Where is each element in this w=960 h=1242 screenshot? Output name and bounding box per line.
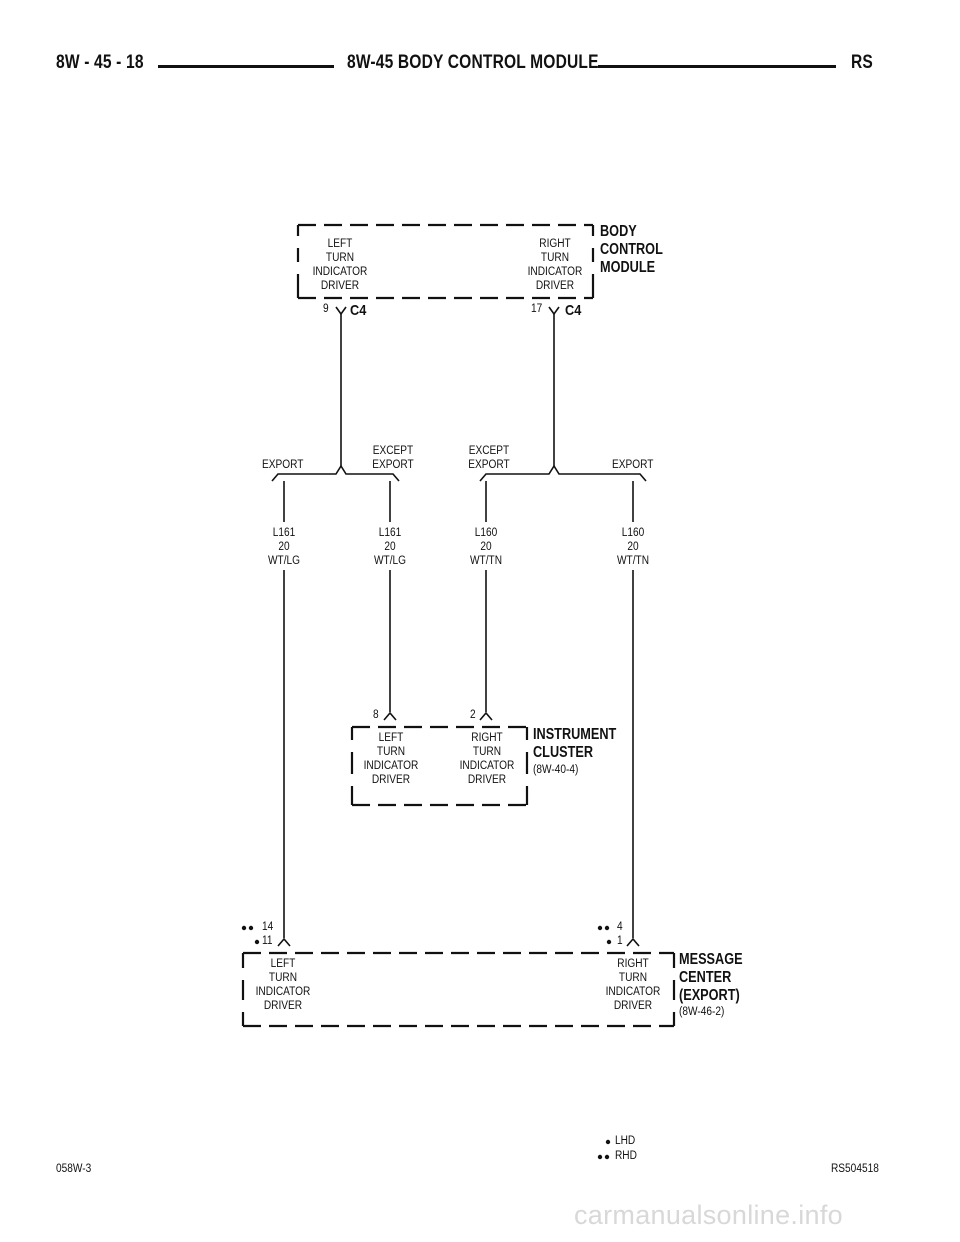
legend-lhd: LHD — [615, 1135, 636, 1147]
splice-except-export-left: EXCEPT EXPORT — [372, 445, 414, 471]
message-center-box — [241, 951, 676, 1028]
bcm-left-connector: C4 — [350, 302, 367, 319]
bcm-right-driver-label: RIGHT TURN INDICATOR DRIVER — [527, 238, 583, 292]
footer-left-code: 058W-3 — [56, 1163, 92, 1175]
instrument-cluster-box — [350, 725, 529, 807]
bcm-box — [296, 223, 595, 300]
splice-except-export-right: EXCEPT EXPORT — [468, 445, 510, 471]
bcm-right-connector: C4 — [565, 302, 582, 319]
page-number: 8W - 45 - 18 — [56, 52, 144, 73]
bcm-right-pin: 17 — [531, 303, 543, 315]
cluster-right-driver-label: RIGHT TURN INDICATOR DRIVER — [459, 732, 515, 786]
header-rule-left — [158, 65, 334, 68]
message-right-driver-label: RIGHT TURN INDICATOR DRIVER — [605, 958, 661, 1012]
message-center-name: MESSAGE CENTER (EXPORT) — [679, 951, 743, 1004]
legend-rhd: RHD — [615, 1150, 637, 1162]
message-left-pin-lhd: 11 — [262, 935, 273, 947]
message-right-pin-rhd: 4 — [617, 921, 623, 933]
model-code: RS — [851, 52, 873, 73]
cluster-left-pin: 8 — [373, 709, 379, 721]
message-center-ref: (8W-46-2) — [679, 1006, 725, 1018]
splice-export-left: EXPORT — [262, 459, 304, 471]
cluster-left-driver-label: LEFT TURN INDICATOR DRIVER — [363, 732, 419, 786]
bcm-left-driver-label: LEFT TURN INDICATOR DRIVER — [312, 238, 368, 292]
message-left-pin-rhd: 14 — [262, 921, 274, 933]
bcm-name: BODY CONTROL MODULE — [600, 223, 663, 276]
header-rule-right — [598, 65, 836, 68]
message-left-driver-label: LEFT TURN INDICATOR DRIVER — [255, 958, 311, 1012]
page-title: 8W-45 BODY CONTROL MODULE — [347, 52, 599, 73]
footer-right-code: RS504518 — [831, 1163, 879, 1175]
cluster-right-pin: 2 — [470, 709, 476, 721]
bcm-left-pin: 9 — [323, 303, 329, 315]
watermark: carmanualsonline.info — [574, 1200, 843, 1230]
message-right-pin-lhd: 1 — [617, 935, 623, 947]
cluster-ref: (8W-40-4) — [533, 764, 579, 776]
cluster-name: INSTRUMENT CLUSTER — [533, 726, 617, 761]
splice-export-right: EXPORT — [612, 459, 654, 471]
